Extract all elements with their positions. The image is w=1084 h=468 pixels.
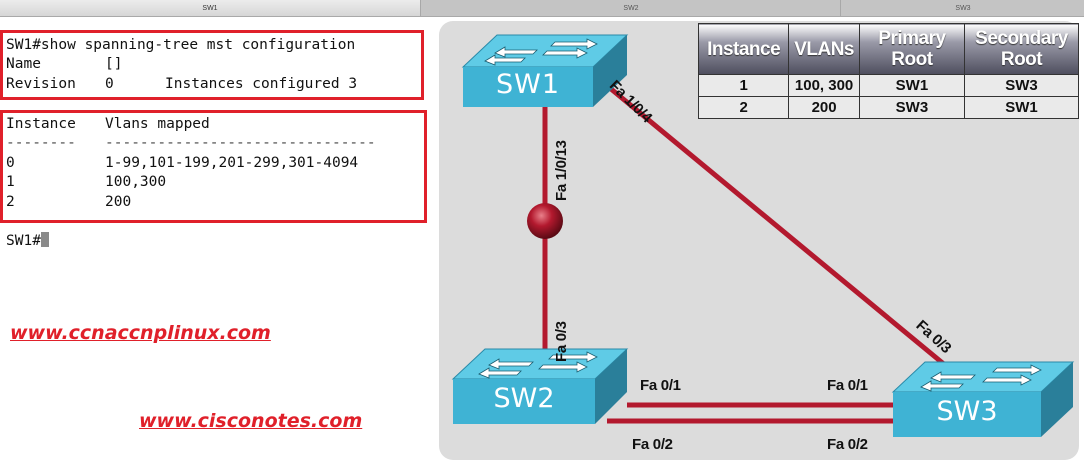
header-secondary-root: Secondary Root bbox=[963, 23, 1080, 75]
link-sw1-sw3 bbox=[603, 82, 947, 367]
port-label-sw3-fa0-1: Fa 0/1 bbox=[827, 377, 868, 394]
root-bridge-table: Instance VLANs Primary Root Secondary Ro… bbox=[697, 23, 1080, 119]
highlight-box-mapping bbox=[0, 110, 427, 223]
instances-value: 3 bbox=[348, 76, 358, 92]
cell-vlans: 100, 300 bbox=[788, 74, 860, 97]
prompt-line[interactable]: SW1# bbox=[6, 232, 49, 252]
tab-sw2[interactable]: SW2 bbox=[420, 0, 841, 16]
instances-label: Instances configured bbox=[165, 76, 340, 92]
name-value: [] bbox=[105, 56, 123, 72]
table-row: 2 200 SW3 SW1 bbox=[697, 96, 1080, 119]
row-vlans: 200 bbox=[105, 194, 132, 210]
cell-secondary: SW1 bbox=[963, 96, 1080, 119]
switch-sw2-icon[interactable] bbox=[451, 348, 629, 424]
cell-vlans: 200 bbox=[788, 96, 860, 119]
header-vlans: VLANs bbox=[788, 23, 860, 75]
row-instance: 0 bbox=[6, 155, 15, 171]
tab-sw3[interactable]: SW3 bbox=[840, 0, 1084, 16]
cell-primary: SW3 bbox=[858, 96, 965, 119]
switch-label-sw2: SW2 bbox=[493, 383, 555, 414]
row-instance: 1 bbox=[6, 174, 15, 190]
revision-value: 0 bbox=[105, 76, 114, 92]
row-instance: 2 bbox=[6, 194, 15, 210]
command-text: SW1#show spanning-tree mst configuration bbox=[6, 37, 356, 53]
prompt-text: SW1# bbox=[6, 233, 41, 249]
separator-instance: -------- bbox=[6, 135, 76, 151]
cell-secondary: SW3 bbox=[963, 74, 1080, 97]
switch-sw1-icon[interactable] bbox=[461, 34, 629, 107]
cell-primary: SW1 bbox=[858, 74, 965, 97]
table-header-row: Instance VLANs Primary Root Secondary Ro… bbox=[697, 23, 1080, 75]
header-instance: Instance bbox=[697, 23, 790, 75]
port-label-sw2-fa0-2: Fa 0/2 bbox=[632, 436, 673, 453]
switch-label-sw3: SW3 bbox=[936, 396, 998, 427]
port-label-sw2-fa0-3: Fa 0/3 bbox=[553, 321, 570, 362]
table-row: 1 100, 300 SW1 SW3 bbox=[697, 74, 1080, 97]
watermark-link-cisconotes[interactable]: www.cisconotes.com bbox=[139, 410, 363, 432]
tab-bar: SW1 SW2 SW3 bbox=[0, 0, 1084, 17]
port-label-sw2-fa0-1: Fa 0/1 bbox=[640, 377, 681, 394]
topology-links bbox=[451, 34, 1075, 437]
command-line: SW1#show spanning-tree mst configuration bbox=[6, 36, 355, 56]
cursor bbox=[40, 232, 49, 247]
instances-configured: Instances configured 3 bbox=[165, 75, 357, 95]
watermark-link-ccnaccnplinux[interactable]: www.ccnaccnplinux.com bbox=[10, 322, 271, 344]
switch-label-sw1: SW1 bbox=[495, 69, 560, 100]
name-label: Name bbox=[6, 56, 41, 72]
revision-label: Revision bbox=[6, 76, 76, 92]
tab-sw1[interactable]: SW1 bbox=[0, 0, 420, 16]
port-label-sw1-fa1-0-13: Fa 1/0/13 bbox=[553, 140, 570, 201]
mapping-separator: --------------------------------------- bbox=[6, 134, 376, 154]
cell-instance: 1 bbox=[697, 74, 790, 97]
switch-sw3-icon[interactable] bbox=[891, 361, 1075, 437]
mapping-row: 0 1-99,101-199,201-299,301-4094 bbox=[6, 154, 358, 174]
port-label-sw3-fa0-2: Fa 0/2 bbox=[827, 436, 868, 453]
row-vlans: 1-99,101-199,201-299,301-4094 bbox=[105, 155, 359, 171]
row-vlans: 100,300 bbox=[105, 174, 167, 190]
header-primary-root: Primary Root bbox=[858, 23, 965, 75]
topology-diagram: SW1 SW2 SW3 Fa 1/0/13 Fa 1/0/4 Fa 0/3 Fa… bbox=[437, 17, 1084, 468]
header-instance: Instance bbox=[6, 116, 76, 132]
name-line: Name [] bbox=[6, 55, 122, 75]
terminal-pane[interactable]: SW1#show spanning-tree mst configuration… bbox=[0, 17, 432, 468]
mapping-row: 2 200 bbox=[6, 193, 131, 213]
mapping-header: Instance Vlans mapped bbox=[6, 115, 210, 135]
highlight-box-config bbox=[0, 30, 424, 100]
cell-instance: 2 bbox=[697, 96, 790, 119]
revision-line: Revision 0 Instances configured 3 bbox=[6, 75, 357, 95]
mapping-row: 1 100,300 bbox=[6, 173, 166, 193]
separator-vlans: ------------------------------- bbox=[105, 135, 376, 151]
blocked-port-icon bbox=[527, 203, 563, 239]
header-vlans: Vlans mapped bbox=[105, 116, 210, 132]
